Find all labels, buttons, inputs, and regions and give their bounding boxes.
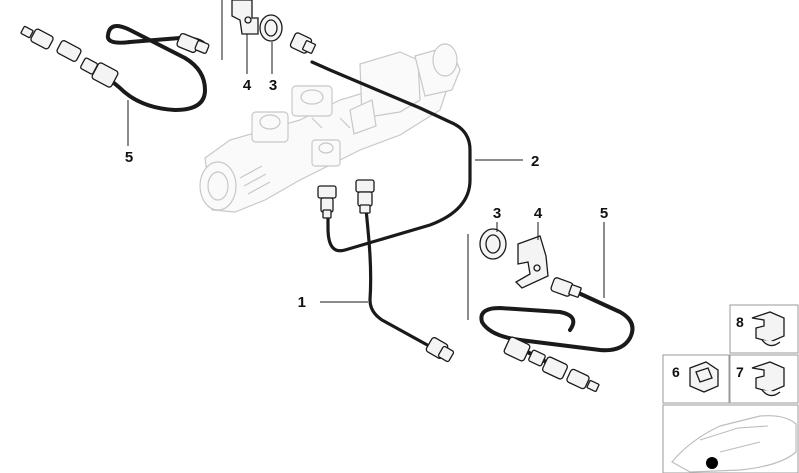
callout-5-right: 5 [600, 205, 608, 222]
pipe-2-fitting [289, 32, 316, 54]
hose-left-end-fittings [20, 25, 119, 88]
pipe-2-lower-fitting [317, 185, 337, 219]
callout-2: 2 [531, 153, 539, 170]
thumbnail-label-7: 7 [736, 364, 744, 380]
brake-hose-left [20, 24, 210, 112]
hose-right-bottom-fittings [503, 336, 600, 393]
location-marker-icon [706, 457, 718, 469]
thumbnail-label-6: 6 [672, 364, 680, 380]
bracket-right [514, 235, 549, 289]
thumbnail-label-8: 8 [736, 314, 744, 330]
callout-5-left: 5 [125, 149, 133, 166]
callout-3-top: 3 [269, 77, 277, 94]
pipe-1-top-fitting [355, 179, 375, 214]
grommet-top [259, 14, 283, 42]
callout-3-right: 3 [493, 205, 501, 222]
hose-left-right-fitting [176, 33, 210, 54]
pipe-1-bottom-fitting [425, 337, 455, 363]
brake-pipe-1 [355, 179, 455, 363]
thumbnail-clip-6: 6 [662, 354, 730, 404]
brake-hose-right [479, 277, 635, 393]
callout-4-top: 4 [243, 77, 252, 94]
bracket-top [231, 0, 259, 35]
car-location-thumbnail [662, 404, 799, 473]
thumbnail-clip-8: 8 [729, 304, 799, 354]
callout-1: 1 [298, 294, 306, 311]
leader-lines [127, 34, 605, 303]
callout-4-right: 4 [534, 205, 543, 222]
hose-right-top-fitting [550, 277, 582, 298]
grommet-right [479, 228, 507, 260]
brake-pipe-2 [289, 32, 472, 253]
thumbnail-clip-7: 7 [729, 354, 799, 404]
